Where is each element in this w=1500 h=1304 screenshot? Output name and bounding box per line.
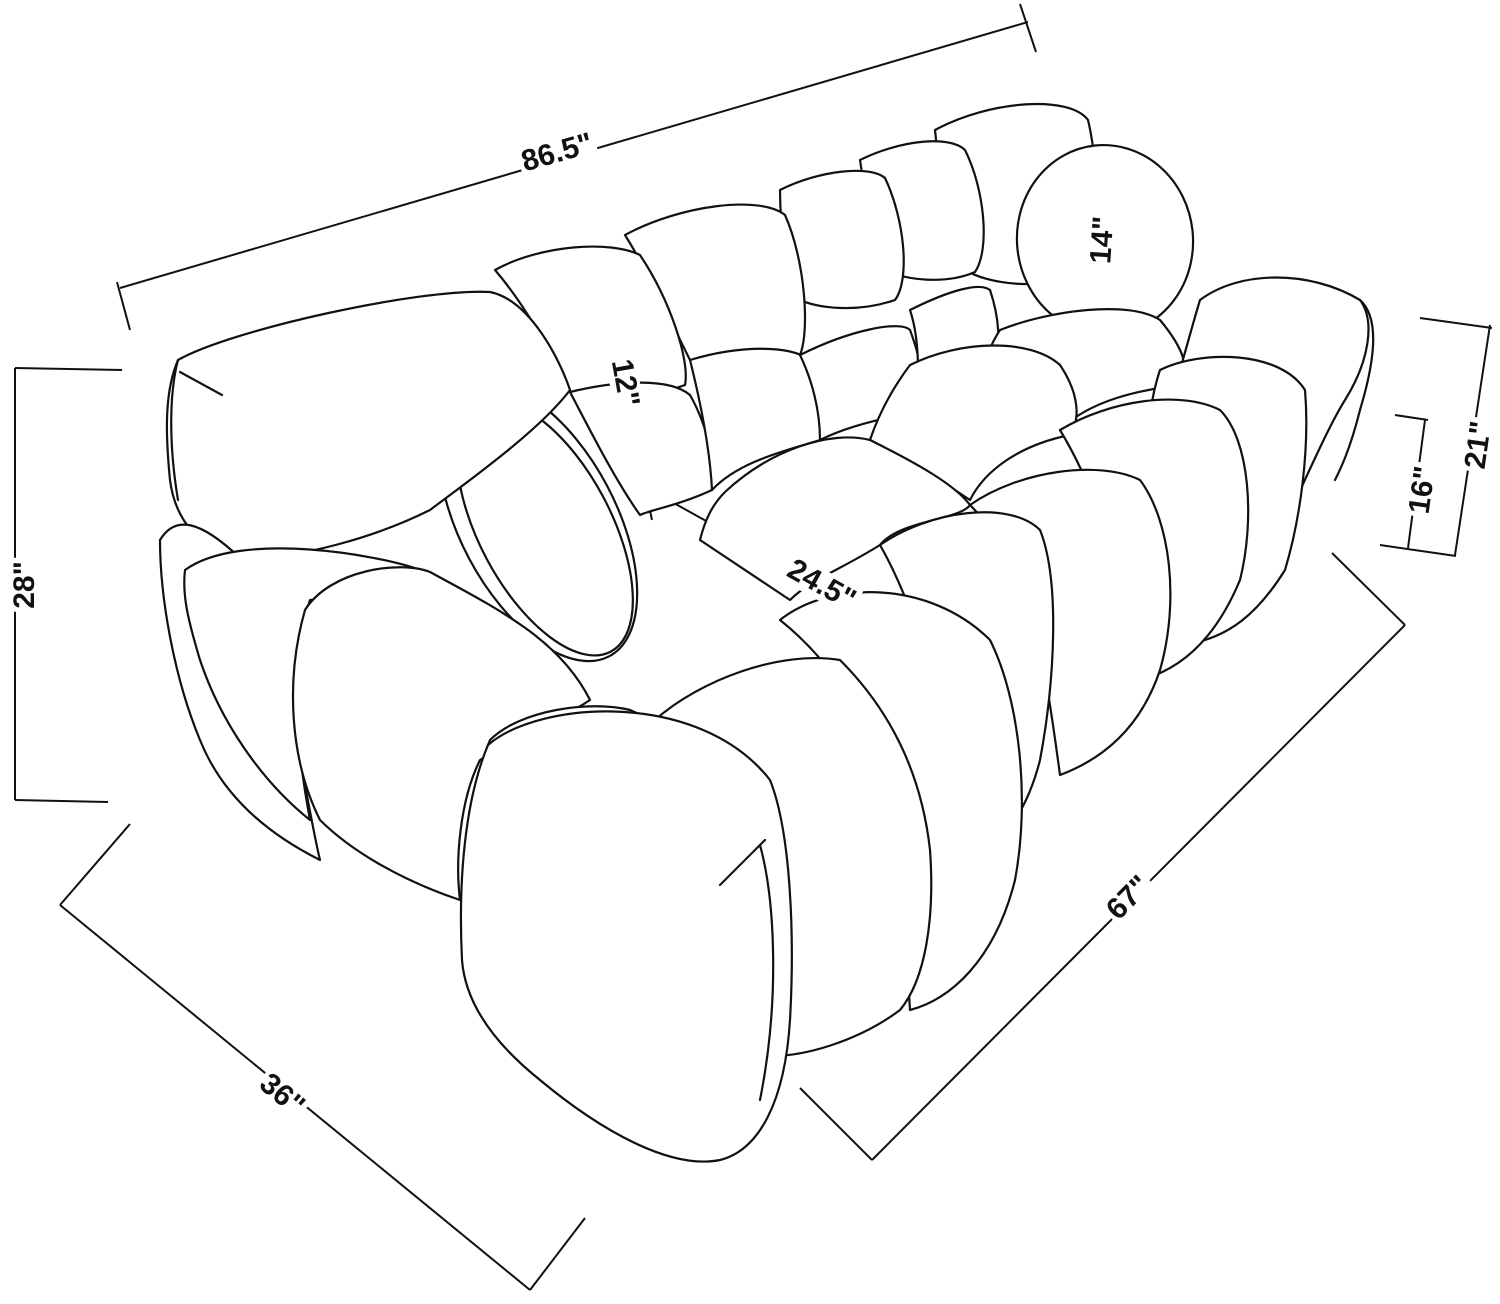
seat-cushions <box>459 276 1375 1163</box>
overall-height-label: 28" <box>8 558 41 612</box>
back-cushion-height-label: 12" <box>605 354 646 412</box>
arm-height-label: 21" <box>1459 416 1498 474</box>
pillow-diameter-label: 14" <box>1084 212 1120 268</box>
seat-height-label: 16" <box>1403 461 1442 519</box>
left-armrest <box>158 290 592 902</box>
